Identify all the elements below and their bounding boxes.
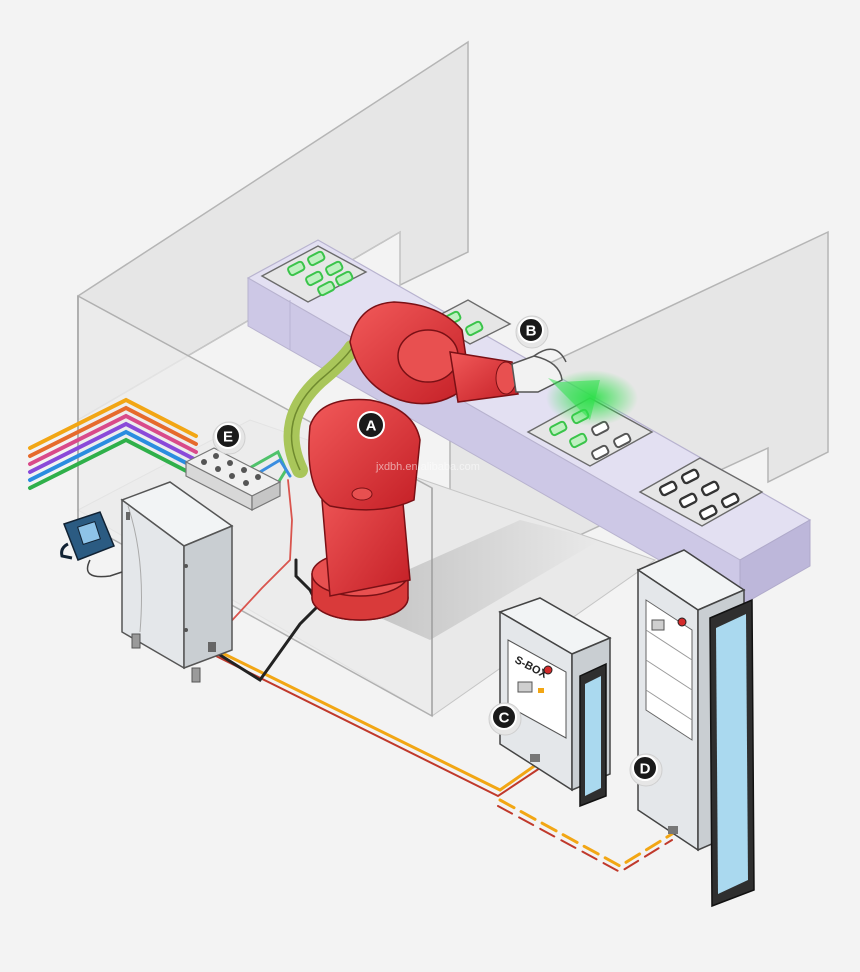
robot-shadow	[340, 520, 600, 640]
callout-b: B	[515, 315, 549, 349]
callout-b-label: B	[526, 323, 537, 340]
main-cabinet	[636, 549, 755, 908]
callout-a-label: A	[366, 418, 377, 435]
callout-d: D	[629, 753, 663, 787]
callout-e-label: E	[223, 429, 233, 446]
s-box-cabinet: S-BOX	[498, 597, 612, 808]
incoming-cables	[28, 397, 292, 498]
callout-a: A	[357, 411, 385, 439]
watermark: jxdbh.en.alibaba.com	[375, 461, 480, 473]
robot-arm	[283, 301, 567, 621]
callout-c-label: C	[499, 710, 510, 727]
callout-d-label: D	[640, 761, 651, 778]
connector-block	[184, 447, 282, 511]
robot-controller-cabinet	[120, 481, 234, 683]
part-tray-4	[638, 457, 764, 527]
part-tray-1	[260, 245, 368, 303]
teach-pendant-icon	[60, 511, 123, 578]
callout-c: C	[488, 702, 522, 736]
callout-e: E	[212, 421, 246, 455]
